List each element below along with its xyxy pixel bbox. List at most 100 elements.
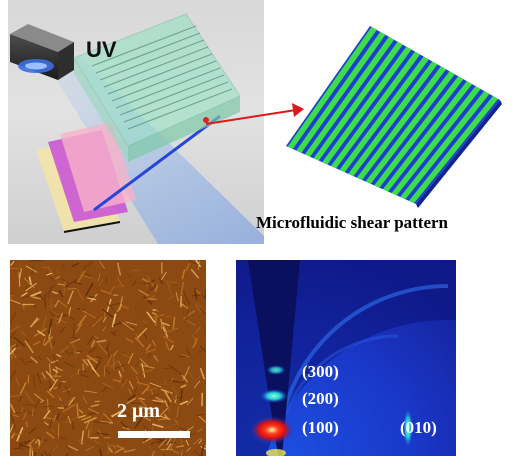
afm-fiber [180, 281, 184, 296]
afm-fiber [105, 369, 111, 375]
peak-010-spot [403, 408, 413, 448]
afm-fiber [149, 445, 156, 456]
afm-fiber [103, 366, 106, 378]
afm-fiber [112, 329, 118, 335]
afm-fiber [160, 271, 167, 281]
afm-fiber [170, 377, 174, 383]
afm-fiber [87, 335, 94, 345]
afm-fiber [51, 426, 56, 435]
shear-pattern-svg [286, 26, 502, 208]
afm-fiber [127, 401, 142, 405]
afm-fiber [49, 378, 59, 392]
afm-fiber [59, 400, 66, 408]
afm-fiber [65, 453, 69, 456]
afm-fiber [136, 327, 148, 339]
green-stripe [365, 71, 455, 184]
green-stripe [400, 91, 490, 200]
afm-fiber [33, 452, 37, 456]
afm-fiber [10, 312, 17, 321]
afm-fiber [48, 327, 52, 340]
afm-fiber [172, 316, 176, 330]
afm-fiber [43, 451, 50, 456]
afm-fiber [166, 280, 172, 295]
green-stripe [391, 86, 481, 196]
afm-fiber [57, 354, 64, 358]
afm-fiber [64, 386, 71, 396]
afm-fiber [24, 285, 30, 290]
afm-fiber [107, 302, 116, 312]
afm-fiber [185, 263, 190, 272]
afm-fiber [46, 431, 55, 439]
afm-fiber [34, 398, 41, 409]
afm-fiber [21, 407, 24, 413]
green-stripe [330, 51, 421, 169]
afm-fiber [40, 453, 44, 456]
afm-fiber [23, 403, 34, 407]
afm-fiber [139, 405, 151, 411]
afm-texture [10, 260, 206, 456]
afm-fiber [63, 362, 74, 367]
afm-fiber [192, 437, 202, 445]
afm-fiber [90, 293, 98, 303]
afm-fiber [153, 354, 159, 362]
afm-fiber [72, 422, 74, 431]
afm-fiber [52, 340, 56, 347]
afm-fiber [185, 347, 192, 359]
afm-fiber [106, 442, 110, 455]
afm-fiber [94, 335, 99, 339]
afm-image-panel [10, 260, 206, 456]
afm-fiber [116, 303, 122, 313]
afm-fiber [96, 356, 103, 360]
afm-fiber [140, 364, 155, 369]
afm-fiber [116, 444, 126, 451]
afm-fiber [141, 362, 146, 378]
afm-fiber [102, 308, 114, 318]
afm-fiber [46, 357, 52, 363]
afm-fiber [64, 416, 79, 423]
afm-fiber [163, 453, 165, 456]
afm-fiber [173, 391, 181, 401]
shear-pattern-panel [270, 18, 510, 208]
afm-fiber [146, 387, 158, 392]
peak-300-spot [266, 365, 286, 375]
afm-fiber [194, 374, 202, 382]
afm-fiber [10, 299, 21, 305]
afm-fiber [101, 386, 108, 393]
afm-fiber [122, 410, 133, 418]
afm-fiber [174, 418, 179, 425]
green-stripe [356, 66, 447, 180]
green-stripe [304, 36, 395, 157]
afm-fiber [153, 314, 165, 318]
afm-fiber [93, 420, 109, 424]
afm-fiber [46, 308, 60, 316]
afm-fiber [48, 318, 53, 334]
green-stripe [382, 81, 473, 192]
afm-fiber [87, 429, 90, 439]
afm-fiber [10, 267, 14, 269]
afm-fiber [71, 262, 79, 268]
afm-fiber [71, 355, 78, 360]
afm-fiber [52, 445, 58, 452]
afm-fiber [77, 314, 87, 327]
giwaxs-svg [236, 260, 456, 456]
afm-fiber [157, 418, 169, 421]
setup-schematic-svg [10, 13, 264, 244]
afm-fiber [125, 321, 138, 326]
afm-fiber [180, 388, 183, 402]
afm-fiber [43, 416, 54, 420]
afm-fiber [179, 427, 188, 431]
afm-fiber [32, 340, 41, 346]
afm-fiber [199, 368, 205, 380]
afm-fiber [141, 369, 153, 373]
afm-fiber [149, 440, 159, 446]
black-edge [63, 221, 121, 233]
giwaxs-panel [236, 260, 456, 456]
afm-fiber [52, 368, 59, 373]
afm-fiber [18, 395, 23, 403]
afm-fiber [179, 400, 189, 406]
afm-fiber [134, 337, 145, 348]
afm-fiber [64, 401, 70, 407]
afm-fiber [42, 337, 46, 345]
afm-fiber [98, 260, 105, 269]
afm-fiber [149, 382, 162, 388]
